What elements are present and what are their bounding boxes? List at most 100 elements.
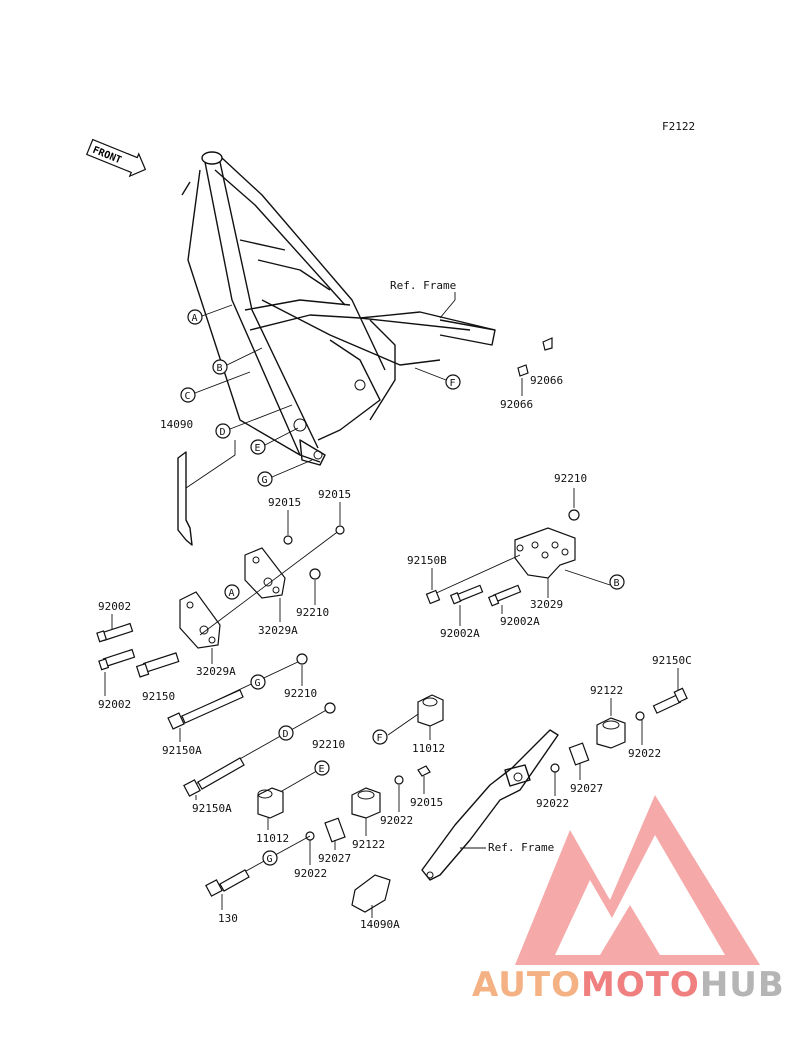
front-arrow: FRONT xyxy=(85,138,147,178)
callout-b-letter: B xyxy=(217,363,223,374)
collar-92210-a xyxy=(309,568,321,580)
bolt-92002-a xyxy=(96,622,134,643)
label-92022-c: 92022 xyxy=(536,797,569,810)
callout-f-frame: F xyxy=(414,367,461,390)
svg-text:G: G xyxy=(267,854,273,865)
bolt-92150a-lower xyxy=(183,707,331,797)
label-92022-b: 92022 xyxy=(294,867,327,880)
bracket-32029a-lower xyxy=(179,591,221,649)
bolt-92150c xyxy=(652,687,688,714)
nut-92015-c xyxy=(417,765,431,777)
label-32029a-lower: 32029A xyxy=(196,665,236,678)
ref-frame-label-top: Ref. Frame xyxy=(390,279,456,292)
spacer-92027-upper xyxy=(568,742,590,766)
callout-b-frame: B xyxy=(212,347,263,375)
label-32029: 32029 xyxy=(530,598,563,611)
bolt-92150 xyxy=(135,652,180,678)
callout-a-bracket: A xyxy=(224,584,240,600)
label-92150c: 92150C xyxy=(652,654,692,667)
collar-92210-d xyxy=(324,702,336,714)
label-92122-upper: 92122 xyxy=(590,684,623,697)
label-130: 130 xyxy=(218,912,238,925)
label-11012-upper: 11012 xyxy=(412,742,445,755)
label-92150b: 92150B xyxy=(407,554,447,567)
washer-92015-a xyxy=(283,535,293,545)
watermark-auto: AUTO xyxy=(472,965,581,1005)
label-92150a-lower: 92150A xyxy=(192,802,232,815)
label-92015-a: 92015 xyxy=(268,496,301,509)
svg-text:A: A xyxy=(229,588,235,599)
label-92066-b: 92066 xyxy=(500,398,533,411)
bolt-92002a-b xyxy=(487,584,522,607)
washer-92022-c xyxy=(550,763,560,773)
callout-e-frame: E xyxy=(250,427,299,455)
label-92002a-a: 92002A xyxy=(440,627,480,640)
clip-92066-lower xyxy=(517,364,529,377)
svg-text:D: D xyxy=(283,729,289,740)
watermark-text: AUTOMOTOHUB xyxy=(472,965,785,1005)
callout-g-letter: G xyxy=(262,475,268,486)
callout-d-letter: D xyxy=(220,427,226,438)
label-92150: 92150 xyxy=(142,690,175,703)
bolt-92150b xyxy=(425,554,521,605)
label-92027-lower: 92027 xyxy=(318,852,351,865)
damper-11012-lower xyxy=(257,787,284,819)
callout-c-letter: C xyxy=(185,391,191,402)
svg-text:G: G xyxy=(255,678,261,689)
bolt-92002a-a xyxy=(449,584,484,605)
guard-14090a xyxy=(351,874,391,913)
watermark-moto: MOTO xyxy=(581,965,700,1005)
label-92122-lower: 92122 xyxy=(352,838,385,851)
bolt-130 xyxy=(205,835,311,897)
spacer-92027-lower xyxy=(324,817,346,843)
bolt-92002-b xyxy=(98,648,136,671)
callout-b-bracket: B xyxy=(609,574,625,590)
label-92210-c: 92210 xyxy=(284,687,317,700)
label-11012-lower: 11012 xyxy=(256,832,289,845)
callout-g-bolt: G xyxy=(250,674,266,690)
washer-92015-b xyxy=(335,525,345,535)
label-32029a-upper: 32029A xyxy=(258,624,298,637)
callout-f-letter: F xyxy=(450,378,456,389)
figure-code: F2122 xyxy=(662,120,695,133)
label-92002-b: 92002 xyxy=(98,698,131,711)
washer-92022-d xyxy=(635,711,645,721)
guard-14090 xyxy=(177,440,236,546)
label-92022-a: 92022 xyxy=(380,814,413,827)
callout-g-bolt-130: G xyxy=(262,850,278,866)
callout-d-frame: D xyxy=(215,404,293,439)
callout-e-bolt: E xyxy=(314,760,330,776)
label-92150a-upper: 92150A xyxy=(162,744,202,757)
label-92210-b: 92210 xyxy=(554,472,587,485)
label-14090a: 14090A xyxy=(360,918,400,931)
label-92015-c: 92015 xyxy=(410,796,443,809)
label-92210-d: 92210 xyxy=(312,738,345,751)
label-92015-b: 92015 xyxy=(318,488,351,501)
label-14090: 14090 xyxy=(160,418,193,431)
callout-c-frame: C xyxy=(180,371,251,403)
label-92066-a: 92066 xyxy=(530,374,563,387)
frame-illustration xyxy=(181,151,496,466)
washer-92022-a xyxy=(394,775,404,785)
watermark-hub: HUB xyxy=(700,965,785,1005)
bracket-32029 xyxy=(514,527,576,579)
watermark-logo xyxy=(515,795,760,965)
callout-d-bolt: D xyxy=(278,725,294,741)
callout-e-letter: E xyxy=(255,443,261,454)
label-92210-a: 92210 xyxy=(296,606,329,619)
label-92002a-b: 92002A xyxy=(500,615,540,628)
callout-g-frame: G xyxy=(257,459,313,487)
stay-14090a xyxy=(421,729,559,881)
callout-a-letter: A xyxy=(192,313,198,324)
svg-text:E: E xyxy=(319,764,325,775)
svg-text:B: B xyxy=(614,578,620,589)
svg-text:F: F xyxy=(377,733,383,744)
bracket-32029a-upper xyxy=(244,547,286,599)
label-92022-d: 92022 xyxy=(628,747,661,760)
bolt-92150a-upper xyxy=(167,659,303,730)
label-92027-upper: 92027 xyxy=(570,782,603,795)
collar-92122-upper xyxy=(596,717,626,749)
collar-92210-b xyxy=(568,509,580,521)
damper-11012-upper xyxy=(417,694,444,727)
